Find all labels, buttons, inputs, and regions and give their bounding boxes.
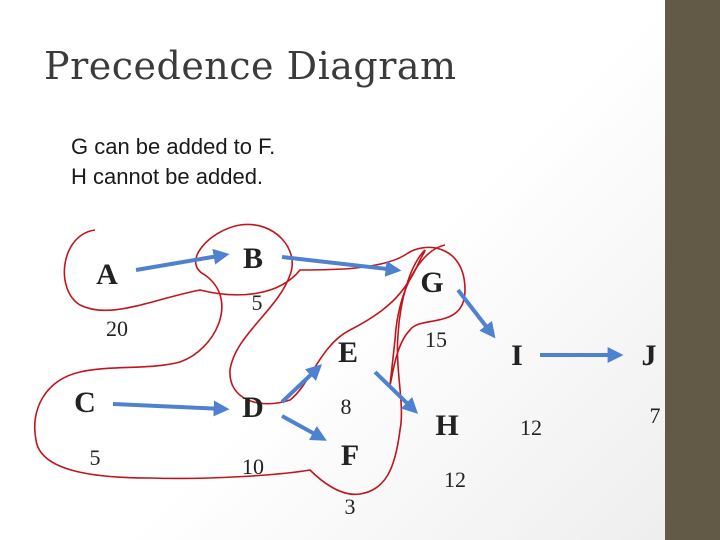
node-a: A <box>96 258 118 291</box>
edge-e-h <box>373 370 419 414</box>
slide-sidebar-band <box>665 0 720 540</box>
edge-b-g <box>281 255 402 277</box>
node-f: F <box>341 439 359 472</box>
caption-line-2: H cannot be added. <box>71 164 264 189</box>
duration-f: 3 <box>345 494 356 519</box>
group-outline-main <box>34 223 426 496</box>
duration-a: 20 <box>106 316 128 341</box>
duration-j: 7 <box>650 403 661 428</box>
duration-d: 10 <box>242 454 264 479</box>
duration-g: 15 <box>425 327 447 352</box>
caption-line-1: G can be added to F. <box>71 134 276 159</box>
duration-b: 5 <box>252 290 263 315</box>
node-d: D <box>242 391 264 424</box>
node-j: J <box>642 339 657 372</box>
node-h: H <box>435 409 458 442</box>
edge-a-b <box>135 248 230 272</box>
duration-i: 12 <box>520 415 542 440</box>
node-c: C <box>74 386 96 419</box>
edge-d-f <box>281 414 327 441</box>
edge-g-i <box>456 288 496 339</box>
node-b: B <box>243 242 263 275</box>
edge-d-e <box>280 364 323 404</box>
node-i: I <box>511 339 523 372</box>
group-outline-abg <box>63 229 466 386</box>
duration-h: 12 <box>444 467 466 492</box>
node-e: E <box>338 336 358 369</box>
node-g: G <box>420 266 443 299</box>
slide-title: Precedence Diagram <box>44 44 457 88</box>
duration-e: 8 <box>341 394 352 419</box>
duration-c: 5 <box>90 445 101 470</box>
edge-c-d <box>112 400 230 417</box>
